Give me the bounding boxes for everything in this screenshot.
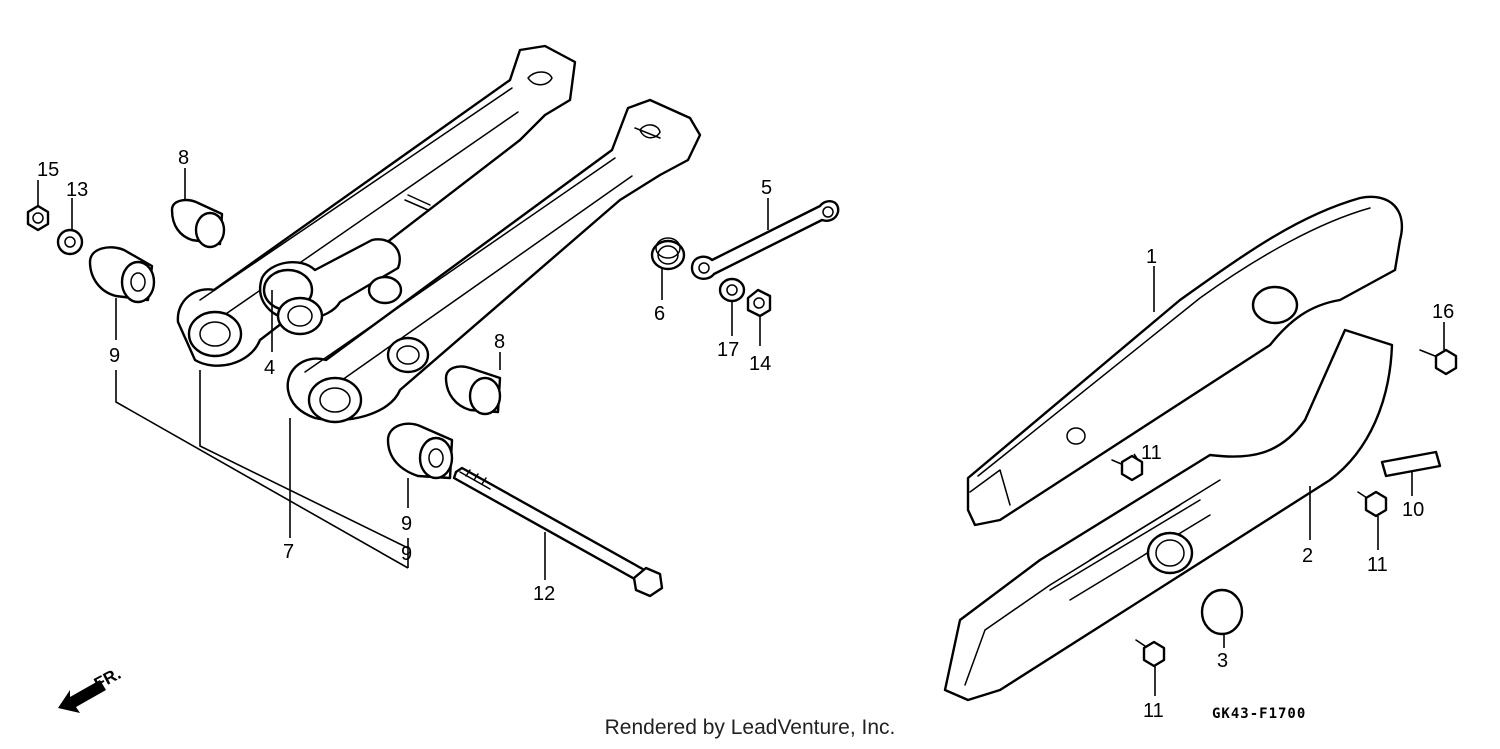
- callout-2: 2: [1302, 545, 1313, 567]
- washer-17[interactable]: [718, 277, 746, 303]
- callout-8-lower: 8: [494, 331, 505, 353]
- callout-labels: 1 2 3 4 5 6 7 8 8 9 9 9 10 11 11 11 11 1…: [37, 147, 1454, 722]
- callout-14: 14: [749, 353, 771, 375]
- callout-16: 16: [1432, 301, 1454, 323]
- front-arrow-icon: [58, 680, 106, 713]
- flange-nut-15[interactable]: [26, 204, 50, 232]
- callout-9-lower: 9: [401, 513, 412, 535]
- callout-10: 10: [1402, 499, 1424, 521]
- diagram-code: GK43-F1700: [1212, 706, 1306, 722]
- callout-5: 5: [761, 177, 772, 199]
- callout-4: 4: [264, 357, 275, 379]
- callout-11-b: 11: [1367, 554, 1388, 576]
- chain-case-lower-2[interactable]: [943, 328, 1394, 702]
- callout-11-c: 11: [1143, 700, 1164, 722]
- callout-12: 12: [533, 583, 555, 605]
- chain-case-upper-1[interactable]: [966, 195, 1403, 527]
- bearing-9-lower[interactable]: [386, 422, 454, 480]
- bolt-11-a[interactable]: [1111, 454, 1144, 482]
- bolt-11-c[interactable]: [1135, 639, 1166, 668]
- bolt-16[interactable]: [1419, 348, 1458, 376]
- link-plate-5[interactable]: [690, 200, 840, 280]
- washer-13[interactable]: [56, 228, 84, 256]
- collar-8-upper[interactable]: [170, 198, 226, 249]
- callout-17: 17: [717, 339, 739, 361]
- front-indicator: FR.: [58, 664, 124, 713]
- callout-13: 13: [66, 179, 88, 201]
- credit-line: Rendered by LeadVenture, Inc.: [604, 716, 896, 739]
- callout-11-a: 11: [1141, 442, 1162, 464]
- callout-7: 7: [283, 541, 294, 563]
- callout-3: 3: [1217, 650, 1228, 672]
- callout-9-bottom: 9: [401, 543, 412, 565]
- bearing-9-left[interactable]: [88, 246, 156, 304]
- callout-6: 6: [654, 303, 665, 325]
- pivot-bolt-12[interactable]: [452, 466, 664, 598]
- nut-14[interactable]: [746, 288, 772, 318]
- bolt-11-b[interactable]: [1357, 490, 1388, 518]
- pad-10[interactable]: [1380, 450, 1442, 478]
- callout-15: 15: [37, 159, 59, 181]
- leader-lines: [37, 168, 1445, 696]
- callout-1: 1: [1146, 246, 1157, 268]
- collar-8-lower[interactable]: [444, 365, 502, 416]
- cap-3[interactable]: [1200, 588, 1244, 636]
- callout-9-left: 9: [109, 345, 120, 367]
- callout-8-upper: 8: [178, 147, 189, 169]
- swingarm-assembly[interactable]: [176, 44, 702, 424]
- spring-6[interactable]: [650, 237, 686, 271]
